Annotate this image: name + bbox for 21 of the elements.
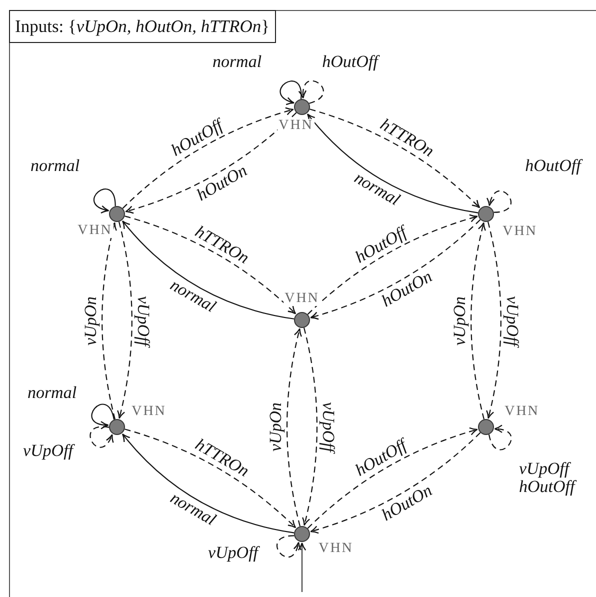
state-circle: [294, 526, 310, 542]
edge-label: vUpOn: [82, 294, 100, 346]
edge-label: vUpOn: [267, 401, 285, 453]
state-circle: [294, 312, 310, 328]
state-circle: [478, 419, 494, 435]
state-name: VHN: [278, 119, 314, 133]
edge-label: vUpOff: [134, 294, 152, 347]
state-circle: [109, 419, 125, 435]
edge-label: vUpOff: [502, 294, 521, 347]
state-name: VHN: [76, 224, 114, 238]
state-circle: [478, 206, 494, 222]
edge-label: vUpOff: [22, 442, 74, 460]
edge-label: vUpOff: [318, 400, 337, 454]
edge-label: hOutOff: [321, 53, 379, 71]
inputs-heading: Inputs: {vUpOn, hOutOn, hTTROn}: [9, 10, 276, 43]
state-name: VHN: [284, 292, 320, 306]
state-circle: [294, 99, 310, 115]
edge-label: vUpOff: [206, 544, 260, 562]
edge-label: vUpOn: [451, 294, 470, 346]
state-circle: [109, 206, 125, 222]
edge-label: hOutOff: [524, 157, 582, 175]
